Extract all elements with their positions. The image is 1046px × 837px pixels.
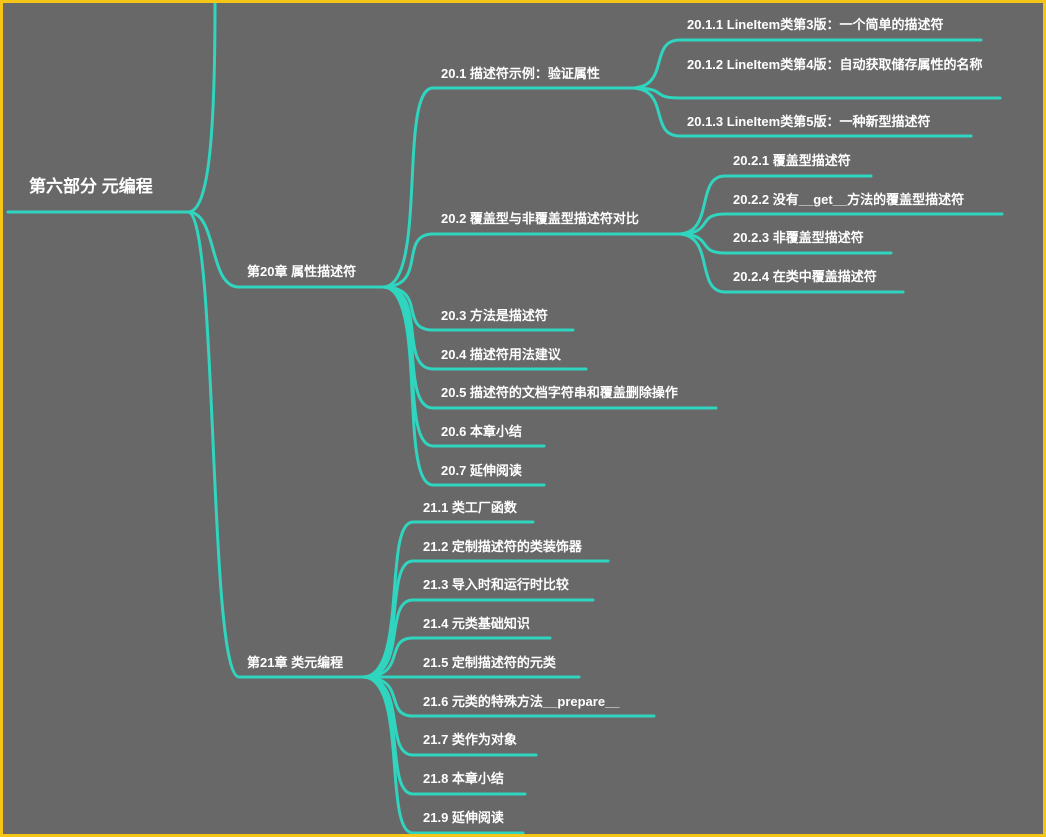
subsection-20-2-4-topic[interactable]: 20.2.4 在类中覆盖描述符 bbox=[733, 269, 877, 284]
subsection-20-1-3-topic[interactable]: 20.1.3 LineItem类第5版：一种新型描述符 bbox=[687, 114, 931, 129]
subsection-20-2-1-topic[interactable]: 20.2.1 覆盖型描述符 bbox=[733, 153, 851, 168]
section-20-6-topic[interactable]: 20.6 本章小结 bbox=[441, 424, 522, 439]
section-20-2-topic[interactable]: 20.2 覆盖型与非覆盖型描述符对比 bbox=[441, 211, 639, 226]
section-21-2-topic[interactable]: 21.2 定制描述符的类装饰器 bbox=[423, 539, 582, 554]
chapter-21-topic[interactable]: 第21章 类元编程 bbox=[247, 655, 344, 670]
link-root-ch20 bbox=[186, 210, 241, 289]
section-21-8-topic[interactable]: 21.8 本章小结 bbox=[423, 771, 504, 786]
link-s202-ss1 bbox=[676, 174, 727, 236]
section-20-4-topic[interactable]: 20.4 描述符用法建议 bbox=[441, 347, 561, 362]
link-ch20-s201 bbox=[381, 86, 435, 289]
section-21-4-topic[interactable]: 21.4 元类基础知识 bbox=[423, 616, 530, 631]
link-ch21-s219 bbox=[361, 675, 415, 834]
link-s201-ss1 bbox=[629, 38, 682, 90]
section-20-3-topic[interactable]: 20.3 方法是描述符 bbox=[441, 308, 548, 323]
link-ch21-s212 bbox=[361, 559, 415, 679]
root-topic[interactable]: 第六部分 元编程 bbox=[29, 177, 153, 196]
link-s202-ss4 bbox=[676, 232, 727, 294]
subsection-20-2-2-topic[interactable]: 20.2.2 没有__get__方法的覆盖型描述符 bbox=[733, 192, 965, 207]
subsection-20-1-1-topic[interactable]: 20.1.1 LineItem类第3版：一个简单的描述符 bbox=[687, 17, 944, 32]
subsection-20-2-3-topic[interactable]: 20.2.3 非覆盖型描述符 bbox=[733, 230, 864, 245]
section-20-5-topic[interactable]: 20.5 描述符的文档字符串和覆盖删除操作 bbox=[441, 385, 678, 400]
link-s201-ss3 bbox=[629, 86, 682, 138]
section-20-7-topic[interactable]: 20.7 延伸阅读 bbox=[441, 463, 522, 478]
chapter-20-topic[interactable]: 第20章 属性描述符 bbox=[247, 264, 357, 279]
subsection-20-1-2-topic[interactable]: 20.1.2 LineItem类第4版：自动获取储存属性的名称 bbox=[687, 57, 983, 72]
section-21-3-topic[interactable]: 21.3 导入时和运行时比较 bbox=[423, 577, 569, 592]
section-21-7-topic[interactable]: 21.7 类作为对象 bbox=[423, 732, 517, 747]
section-21-6-topic[interactable]: 21.6 元类的特殊方法__prepare__ bbox=[423, 694, 620, 709]
link-root-ch21 bbox=[186, 210, 241, 679]
section-20-1-topic[interactable]: 20.1 描述符示例：验证属性 bbox=[441, 66, 600, 81]
link-offscreen-branch bbox=[186, 3, 217, 214]
link-ch20-s207 bbox=[381, 285, 435, 487]
mindmap-links bbox=[6, 3, 1004, 834]
section-21-5-topic[interactable]: 21.5 定制描述符的元类 bbox=[423, 655, 556, 670]
section-21-1-topic[interactable]: 21.1 类工厂函数 bbox=[423, 500, 517, 515]
section-21-9-topic[interactable]: 21.9 延伸阅读 bbox=[423, 810, 504, 825]
link-ch20-s202 bbox=[381, 232, 435, 289]
link-ch21-s213 bbox=[361, 598, 415, 679]
